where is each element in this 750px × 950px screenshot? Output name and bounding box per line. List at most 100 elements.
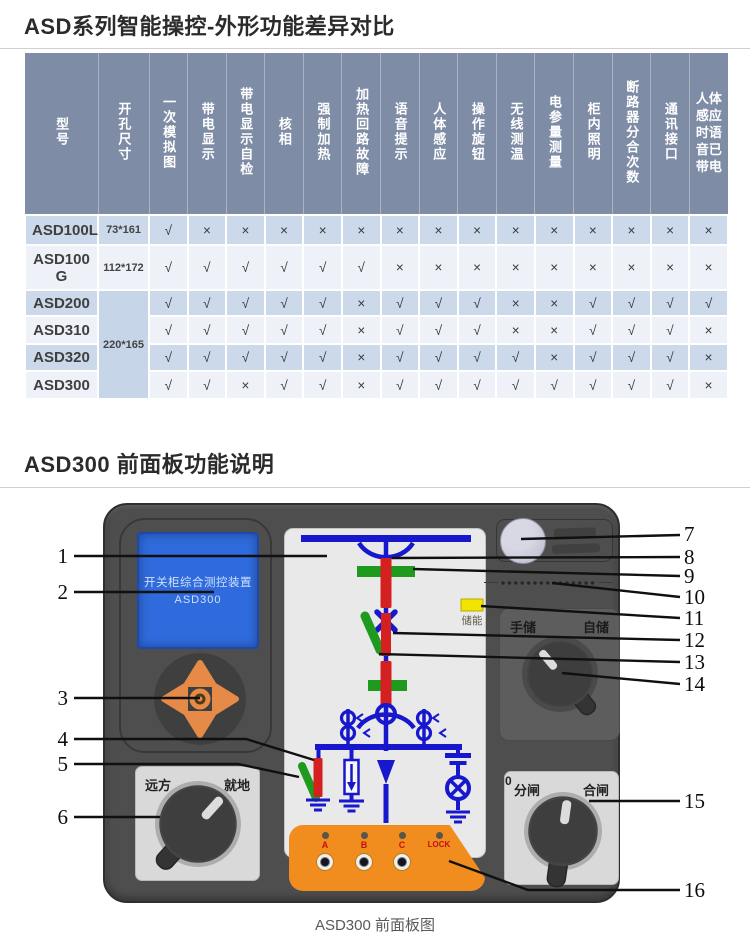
value-cell: √ [379, 289, 421, 317]
value-cell: × [495, 315, 536, 345]
value-cell: √ [379, 370, 421, 400]
up-arrow-icon [184, 660, 216, 687]
value-cell: √ [263, 244, 305, 291]
callout-1: 1 [57, 544, 69, 568]
column-header-label: 加热回路故障 [354, 87, 370, 177]
callout-9: 9 [684, 564, 695, 588]
value-cell: × [611, 244, 652, 291]
value-cell: √ [495, 343, 536, 372]
callout-5: 5 [57, 752, 69, 776]
value-cell: × [225, 214, 266, 246]
indicator-lock-label: LOCK [427, 840, 451, 849]
value-cell: √ [263, 343, 305, 372]
size-cell: 220*165 [97, 289, 150, 400]
mimic-panel: 储能 [284, 528, 486, 858]
indicator-c: C [387, 828, 417, 871]
size-cell: 112*172 [97, 244, 150, 291]
callout-12: 12 [684, 628, 705, 652]
indicator-b: B [349, 828, 379, 871]
column-header-label: 语音提示 [392, 102, 408, 162]
column-header-11: 无线测温 [495, 53, 535, 216]
column-header-label: 一次模拟图 [161, 94, 177, 170]
down-arrow-icon [184, 711, 216, 738]
value-cell: × [649, 214, 691, 246]
logo-wordmark2 [551, 543, 601, 554]
socket-a [316, 853, 334, 871]
column-header-8: 语音提示 [380, 53, 420, 216]
value-cell: √ [611, 343, 652, 372]
column-header-label: 带电显示 [199, 102, 215, 162]
value-cell: √ [263, 315, 305, 345]
indicator-lock: LOCK [424, 828, 454, 850]
column-header-3: 带电显示 [187, 53, 227, 216]
callout-3: 3 [57, 686, 69, 710]
lcd-screen: 开关柜综合测控装置 ASD300 [137, 532, 259, 649]
comparison-table: 型号开孔尺寸一次模拟图带电显示带电显示自检核相强制加热加热回路故障语音提示人体感… [24, 53, 729, 400]
column-header-15: 通讯接口 [650, 53, 690, 216]
value-cell: × [495, 289, 536, 317]
page-title: ASD系列智能操控-外形功能差异对比 [0, 0, 750, 49]
value-cell: × [688, 244, 729, 291]
value-cell: × [418, 214, 459, 246]
brand-logo [496, 518, 613, 564]
indicator-a: A [310, 828, 340, 871]
value-cell: × [340, 315, 382, 345]
logo-wordmark [553, 527, 597, 540]
column-header-6: 强制加热 [302, 53, 342, 216]
column-header-label: 电参量测量 [547, 94, 563, 170]
red-bar-1 [380, 558, 392, 608]
value-cell: √ [186, 343, 228, 372]
column-header-label: 人体感应 [431, 102, 447, 162]
table-row-ASD320: ASD320√√√√√×√√√√×√√√× [24, 343, 729, 372]
value-cell: √ [186, 370, 228, 400]
callout-10: 10 [684, 585, 705, 609]
callout-8: 8 [684, 545, 695, 569]
value-cell: √ [456, 315, 498, 345]
value-cell: √ [225, 244, 266, 291]
value-cell: × [533, 289, 575, 317]
red-bar-2 [381, 613, 391, 656]
knob-indicator-stripe [201, 796, 224, 820]
model-cell: ASD100L [24, 214, 99, 246]
value-cell: √ [418, 343, 459, 372]
socket-b [355, 853, 373, 871]
value-cell: √ [649, 315, 691, 345]
column-header-label: 人体感应时语音已带电 [695, 91, 722, 174]
value-cell: × [688, 315, 729, 345]
upper-isolator-arcs [357, 541, 415, 560]
value-cell: × [340, 370, 382, 400]
open-label: 分闸 [514, 783, 541, 798]
value-cell: × [688, 370, 729, 400]
value-cell: × [456, 244, 498, 291]
value-cell: √ [225, 289, 266, 317]
column-header-2: 一次模拟图 [148, 53, 188, 216]
green-diagonal-1 [360, 611, 385, 655]
value-cell: × [340, 343, 382, 372]
remote-local-knob [155, 781, 241, 870]
speaker-grille [484, 580, 613, 586]
column-header-14: 断路器分合次数 [611, 53, 651, 216]
value-cell: √ [148, 289, 189, 317]
size-cell: 73*161 [97, 214, 150, 246]
value-cell: × [379, 244, 421, 291]
callout-11: 11 [684, 606, 705, 630]
column-header-4: 带电显示自检 [225, 53, 265, 216]
indicator-strip: A B C LOCK [289, 825, 485, 891]
callout-6: 6 [57, 805, 69, 829]
model-cell: ASD200 [24, 289, 99, 317]
lower-isolator-arcs [356, 712, 416, 730]
value-cell: × [533, 343, 575, 372]
column-header-5: 核相 [264, 53, 304, 216]
value-cell: × [572, 244, 614, 291]
close-label: 合闸 [582, 783, 609, 798]
value-cell: √ [611, 315, 652, 345]
callout-15: 15 [684, 789, 705, 813]
column-header-13: 柜内照明 [573, 53, 613, 216]
table-row-ASD300: ASD300√√×√√×√√√√√√√√× [24, 370, 729, 400]
value-cell: √ [649, 370, 691, 400]
value-cell: × [340, 214, 382, 246]
column-header-7: 加热回路故障 [341, 53, 381, 216]
value-cell: × [611, 214, 652, 246]
